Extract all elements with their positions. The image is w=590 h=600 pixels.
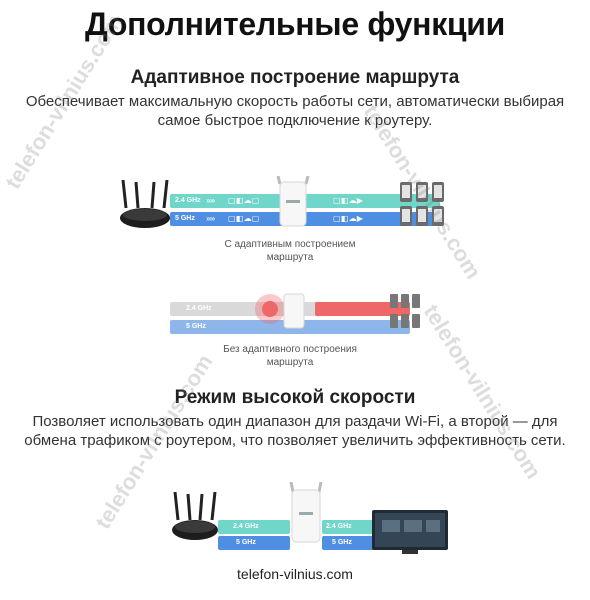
- band-5ghz-right-stripe: [322, 536, 374, 550]
- client-devices-icon: [400, 182, 448, 226]
- diagram-no-adaptive-route: 2.4 GHz 5 GHz: [150, 290, 420, 340]
- diagram-adaptive-route: 2.4 GHz ››››› 5 GHz ››››› ▢ ◧ ☁ ▢ ▢ ◧ ☁ …: [118, 168, 448, 263]
- diagram-caption-no-adaptive-line2: маршрута: [266, 357, 314, 368]
- band-5ghz-label: 5 GHz: [175, 215, 195, 222]
- congestion-dot: [262, 301, 278, 317]
- section-description-adaptive-route-line2: самое быстрое подключение к роутеру.: [157, 112, 433, 129]
- traffic-icons: ▢ ◧ ☁ ▶: [333, 196, 363, 205]
- extender-icon: [288, 482, 324, 544]
- router-icon: [170, 490, 220, 546]
- section-description-high-speed-line2: обмена трафиком с роутером, что позволяе…: [24, 432, 566, 449]
- diagram-caption-no-adaptive-line1: Без адаптивного построения: [223, 344, 357, 355]
- diagram-high-speed: 2.4 GHz 5 GHz 2.4 GHz 5 GHz: [170, 478, 450, 558]
- footer-site: telefon-vilnius.com: [237, 566, 353, 582]
- extender-icon: [282, 292, 306, 330]
- section-heading-adaptive-route: Адаптивное построение маршрута: [130, 67, 460, 88]
- band-5ghz-right-label: 5 GHz: [332, 539, 352, 546]
- traffic-icons: ▢ ◧ ☁ ▶: [333, 214, 363, 223]
- section-heading-high-speed: Режим высокой скорости: [174, 387, 416, 408]
- band-5ghz-left-label: 5 GHz: [236, 539, 256, 546]
- chevrons: ›››››: [206, 196, 215, 205]
- band-24ghz-congested-stripe: [315, 302, 410, 316]
- tv-icon: [372, 510, 448, 561]
- client-devices-icon: [390, 294, 420, 330]
- traffic-icons: ▢ ◧ ☁ ▢: [228, 214, 259, 223]
- section-description-adaptive-route-line1: Обеспечивает максимальную скорость работ…: [25, 93, 565, 110]
- extender-icon: [276, 176, 310, 228]
- router-icon: [118, 178, 172, 236]
- chevrons: ›››››: [206, 214, 215, 223]
- band-24ghz-label: 2.4 GHz: [186, 305, 212, 312]
- band-24ghz-left-label: 2.4 GHz: [233, 523, 259, 530]
- band-5ghz-label: 5 GHz: [186, 323, 206, 330]
- band-24ghz-label: 2.4 GHz: [175, 197, 201, 204]
- diagram-caption-adaptive-line1: С адаптивным построением: [224, 239, 356, 250]
- diagram-caption-adaptive-line2: маршрута: [266, 252, 314, 263]
- band-5ghz-left-stripe: [218, 536, 290, 550]
- band-24ghz-right-stripe: [322, 520, 374, 534]
- band-24ghz-right-label: 2.4 GHz: [326, 523, 352, 530]
- traffic-icons: ▢ ◧ ☁ ▢: [228, 196, 259, 205]
- section-description-high-speed-line1: Позволяет использовать один диапазон для…: [32, 413, 558, 430]
- band-24ghz-left-stripe: [218, 520, 290, 534]
- page-title: Дополнительные функции: [84, 6, 506, 42]
